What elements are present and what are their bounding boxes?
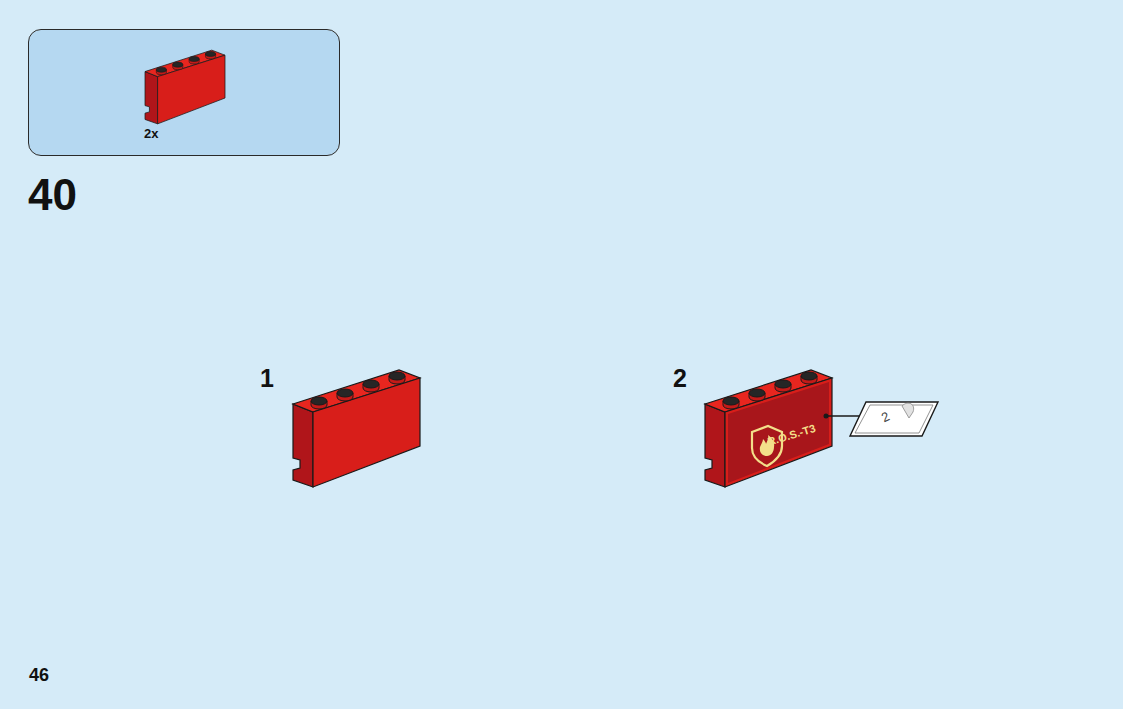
part-count: 2x: [144, 127, 158, 140]
substep-number: 2: [673, 366, 687, 391]
sticker-print: R.O.S.-T3: [766, 423, 817, 448]
substep-number: 1: [260, 366, 274, 391]
leader-line: [826, 415, 862, 417]
page-number: 46: [29, 666, 49, 684]
brick-plain: [293, 370, 420, 487]
sticker-sheet: [850, 402, 938, 436]
brick-stickered: [705, 370, 832, 487]
part-brick: [145, 50, 225, 124]
sticker-number: 2: [879, 410, 891, 425]
parts-box-fill: [29, 30, 339, 155]
parts-box: 2x: [28, 29, 340, 156]
step-number: 40: [28, 173, 77, 217]
